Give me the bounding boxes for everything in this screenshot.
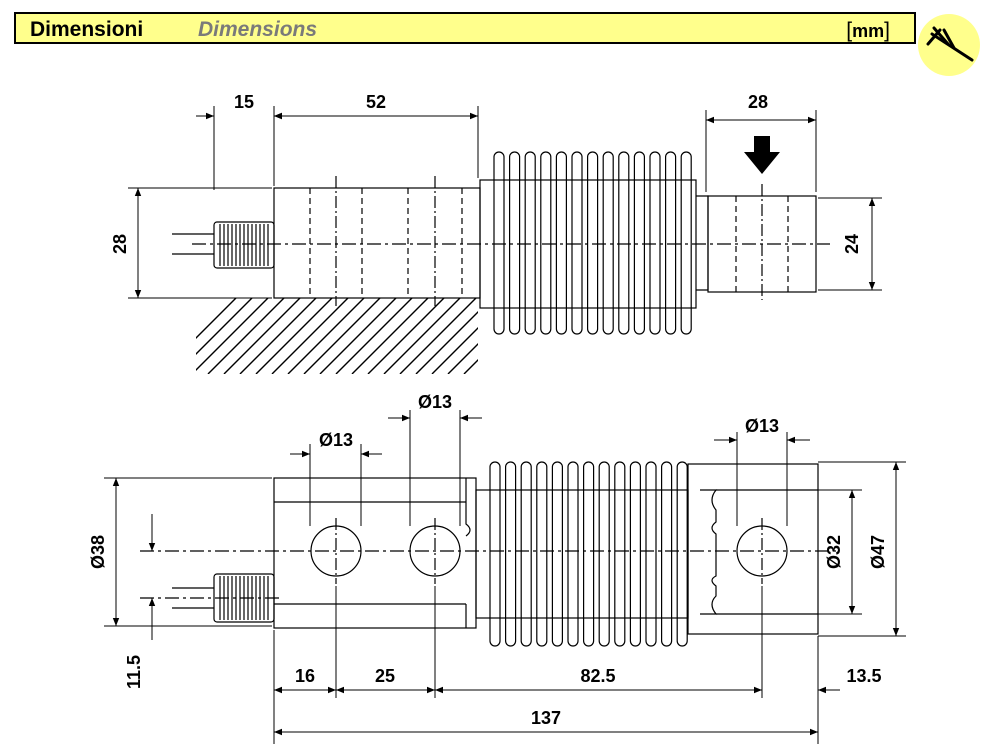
dim-15: 15: [234, 92, 254, 112]
dim-28-left: 28: [110, 234, 130, 254]
bottom-dimensions: [104, 410, 906, 744]
dim-16: 16: [295, 666, 315, 686]
dim-52: 52: [366, 92, 386, 112]
caliper-icon: [926, 26, 974, 62]
dim-25: 25: [375, 666, 395, 686]
dim-11-5: 11.5: [124, 655, 144, 689]
dim-dia-13-a: Ø13: [319, 430, 353, 450]
top-dimensions: [128, 106, 882, 299]
dim-24-right: 24: [842, 234, 862, 254]
dim-dia-38: Ø38: [88, 535, 108, 569]
dim-13-5: 13.5: [846, 666, 881, 686]
top-view: [172, 151, 830, 374]
unit-text: mm: [852, 21, 885, 41]
title-italian: Dimensioni: [30, 18, 144, 41]
dim-dia-32: Ø32: [824, 535, 844, 569]
dim-dia-47: Ø47: [868, 535, 888, 569]
title-english: Dimensions: [198, 18, 318, 41]
unit-label: [mm]: [846, 19, 890, 42]
dim-dia-13-c: Ø13: [745, 416, 779, 436]
header-bar: Dimensioni Dimensions [mm]: [14, 12, 916, 44]
arrow-down-icon: [744, 136, 780, 174]
dim-137: 137: [531, 708, 561, 728]
dim-dia-13-b: Ø13: [418, 392, 452, 412]
bottom-view: [140, 461, 840, 647]
dim-82-5: 82.5: [580, 666, 615, 686]
dim-28-top: 28: [748, 92, 768, 112]
